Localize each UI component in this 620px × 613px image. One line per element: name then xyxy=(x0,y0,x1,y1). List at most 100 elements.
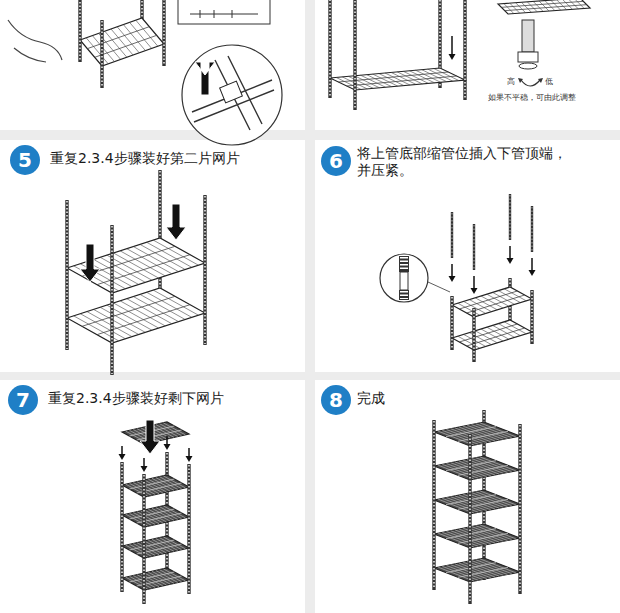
arrow-shaft xyxy=(188,448,190,457)
tube-detail xyxy=(192,56,274,130)
post-ridges xyxy=(531,291,532,343)
shelf-post xyxy=(120,462,123,592)
shelf-wire xyxy=(458,465,508,475)
wire-shelf xyxy=(434,490,520,514)
step-number-badge: 5 xyxy=(10,145,40,175)
clip-ring xyxy=(220,81,243,103)
height-mark: 低 xyxy=(545,78,553,87)
post-ridges xyxy=(121,463,122,591)
down-arrow xyxy=(140,420,160,454)
shelf-wire xyxy=(504,289,526,301)
shelf-wire xyxy=(373,74,398,86)
post-ridges xyxy=(329,0,330,97)
wire-shelf xyxy=(67,288,205,343)
shelf-wire xyxy=(82,296,175,326)
post-ridges xyxy=(400,291,408,299)
shelf-post xyxy=(468,434,471,604)
step-instruction: 将上管底部缩管位插入下管顶端， 并压紧。 xyxy=(357,145,583,179)
detail-inset xyxy=(182,45,282,145)
shelf-wire xyxy=(480,559,516,573)
step-instruction: 重复2.3.4步骤装好剩下网片 xyxy=(48,390,298,407)
step-panel: 将上管底部缩管位插入下管顶端， 并压紧。 6 xyxy=(315,140,620,372)
shelf-wire xyxy=(87,27,149,49)
post-ridges xyxy=(473,309,474,361)
arrow-shaft xyxy=(451,264,453,277)
arrow-shaft xyxy=(509,246,511,259)
arrow-head xyxy=(471,288,478,294)
post-ridges xyxy=(66,201,67,349)
wire-shelf xyxy=(452,287,532,317)
shelf-wire xyxy=(476,526,512,540)
shelf-wire xyxy=(153,290,198,315)
panel-ground xyxy=(0,380,305,613)
wire-shelf xyxy=(122,505,189,527)
shelf-wire xyxy=(475,331,497,343)
post-ridges xyxy=(400,257,408,271)
turn-arrow xyxy=(521,80,540,86)
step-number: 6 xyxy=(329,150,343,172)
shelf-wire xyxy=(504,322,526,334)
arrow-shaft xyxy=(166,436,168,445)
step-number-badge: 6 xyxy=(321,146,351,176)
post-ridges xyxy=(451,297,452,349)
post-ridges xyxy=(111,226,112,374)
shelf-wire xyxy=(129,509,174,519)
shelf-wire xyxy=(480,491,516,505)
shelf-wire xyxy=(458,533,508,543)
detail-box xyxy=(178,0,270,24)
shelf-wire xyxy=(487,294,509,306)
hands-sketch xyxy=(8,20,62,62)
shelf-post xyxy=(353,0,356,110)
post-ridges xyxy=(433,421,434,589)
shelf-post xyxy=(518,424,521,594)
leader-line xyxy=(428,282,450,292)
step-number: 7 xyxy=(16,389,30,411)
arrow-head xyxy=(449,276,456,282)
shelf-wire xyxy=(487,327,509,339)
shelf-wire xyxy=(551,0,561,10)
shelf-wire xyxy=(361,75,386,87)
post-ridges xyxy=(510,195,511,239)
shelf-wire xyxy=(545,1,555,11)
step-instruction: 完成 xyxy=(357,390,597,407)
shelf-wire xyxy=(140,244,185,269)
shelf-wire xyxy=(403,71,428,83)
shelf-wire xyxy=(416,70,441,82)
wire-shelf xyxy=(122,536,189,558)
wire-shelf xyxy=(434,456,520,480)
step-panel: 重复2.3.4步骤装好第二片网片5 xyxy=(0,140,305,372)
down-arrow xyxy=(166,204,186,240)
shelf-post xyxy=(162,0,165,66)
shelf-wire xyxy=(498,291,520,303)
panel-ground xyxy=(0,140,305,372)
arrow-head xyxy=(119,454,126,460)
shelf-post xyxy=(399,290,409,300)
step-number: 5 xyxy=(18,149,32,171)
shelf-wire xyxy=(95,35,157,57)
post-ridges xyxy=(474,225,475,269)
shelf-wire xyxy=(137,430,182,440)
shelf-wire xyxy=(476,424,512,438)
shelf-wire xyxy=(480,423,516,437)
shelf-post xyxy=(142,474,145,604)
shelf-wire xyxy=(539,1,549,11)
arrow-head xyxy=(449,54,456,60)
shelf-wire xyxy=(521,2,531,12)
shelf-post xyxy=(531,206,533,252)
down-arrow xyxy=(80,244,100,282)
shelf-wire xyxy=(136,20,158,46)
shelf-wire xyxy=(347,76,457,86)
post-ridges xyxy=(452,213,453,257)
shelf-post xyxy=(203,195,206,345)
arrow-shaft xyxy=(531,258,533,271)
post-ridges xyxy=(469,435,470,603)
wire-shelf xyxy=(67,238,205,293)
shelf-wire xyxy=(129,540,174,550)
detail-inset xyxy=(380,254,428,302)
shelf-wire xyxy=(498,324,520,336)
shelf-post xyxy=(432,420,435,590)
wire-shelf xyxy=(122,475,189,497)
